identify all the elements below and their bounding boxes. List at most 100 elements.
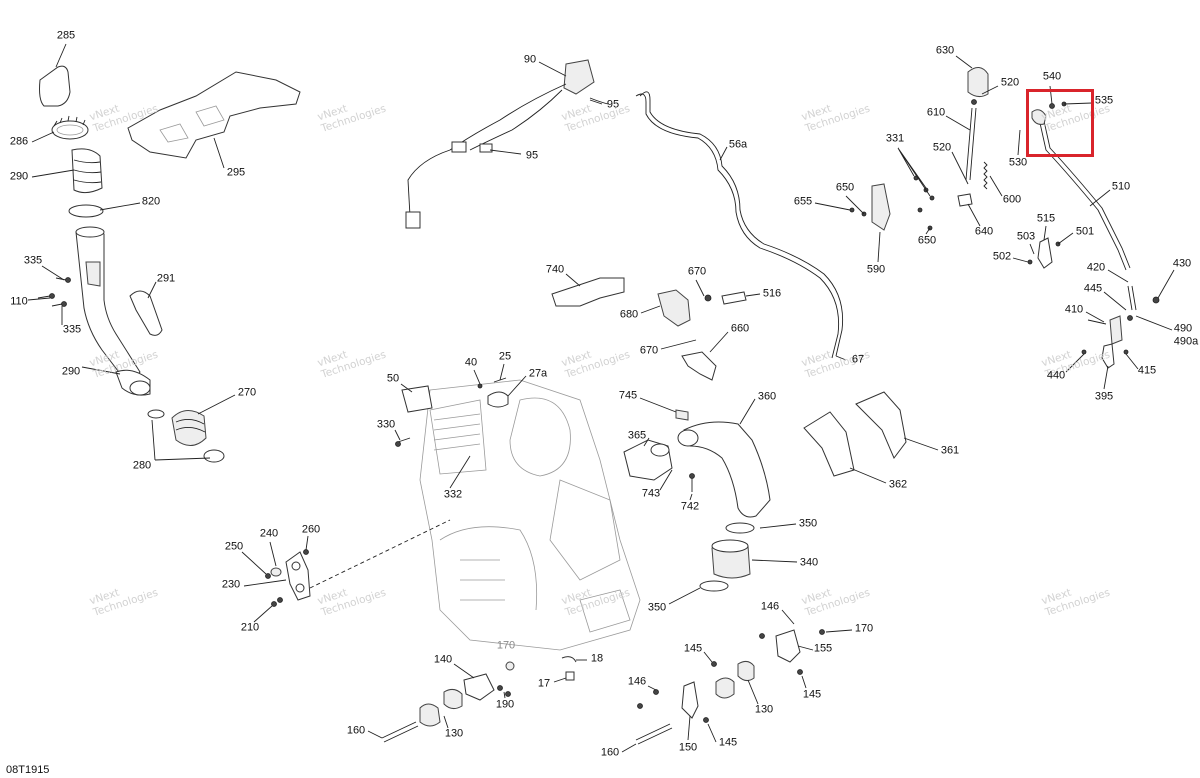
callout-285[interactable]: 285: [56, 29, 76, 42]
callout-50[interactable]: 50: [386, 372, 400, 385]
callout-90[interactable]: 90: [523, 53, 537, 66]
callout-350[interactable]: 350: [647, 601, 667, 614]
callout-270[interactable]: 270: [237, 386, 257, 399]
callout-290[interactable]: 290: [9, 170, 29, 183]
part-280-clamps: [147, 409, 225, 463]
callout-155[interactable]: 155: [813, 642, 833, 655]
callout-67[interactable]: 67: [851, 353, 865, 366]
callout-445[interactable]: 445: [1083, 282, 1103, 295]
callout-291[interactable]: 291: [156, 272, 176, 285]
callout-350[interactable]: 350: [798, 517, 818, 530]
callout-670[interactable]: 670: [687, 265, 707, 278]
callout-655[interactable]: 655: [793, 195, 813, 208]
callout-502[interactable]: 502: [992, 250, 1012, 263]
callout-516[interactable]: 516: [762, 287, 782, 300]
callout-610[interactable]: 610: [926, 106, 946, 119]
callout-150[interactable]: 150: [678, 741, 698, 754]
callout-335[interactable]: 335: [62, 323, 82, 336]
callout-95[interactable]: 95: [606, 98, 620, 111]
callout-650[interactable]: 650: [917, 234, 937, 247]
callout-340[interactable]: 340: [799, 556, 819, 569]
callout-680[interactable]: 680: [619, 308, 639, 321]
callout-540[interactable]: 540: [1042, 70, 1062, 83]
part-145-146-fasteners: [637, 629, 825, 723]
callout-160[interactable]: 160: [600, 746, 620, 759]
callout-110[interactable]: 110: [10, 295, 28, 308]
callout-501[interactable]: 501: [1075, 225, 1095, 238]
callout-420[interactable]: 420: [1086, 261, 1106, 274]
callout-590[interactable]: 590: [866, 263, 886, 276]
mount-axis-line: [309, 519, 451, 589]
callout-331[interactable]: 331: [885, 132, 905, 145]
callout-170[interactable]: 170: [496, 639, 516, 652]
part-331-screws: [913, 175, 935, 213]
callout-17[interactable]: 17: [537, 677, 551, 690]
callout-640[interactable]: 640: [974, 225, 994, 238]
part-295-heat-shield: [127, 71, 301, 159]
callout-360[interactable]: 360: [757, 390, 777, 403]
callout-503[interactable]: 503: [1016, 230, 1036, 243]
callout-145[interactable]: 145: [802, 688, 822, 701]
callout-240[interactable]: 240: [259, 527, 279, 540]
callout-330[interactable]: 330: [376, 418, 396, 431]
highlight-box: [1026, 89, 1094, 157]
callout-520[interactable]: 520: [1000, 76, 1020, 89]
callout-260[interactable]: 260: [301, 523, 321, 536]
part-90-harness: [405, 59, 609, 229]
callout-630[interactable]: 630: [935, 44, 955, 57]
callout-280[interactable]: 280: [132, 459, 152, 472]
callout-295[interactable]: 295: [226, 166, 246, 179]
callout-743[interactable]: 743: [641, 487, 661, 500]
callout-490[interactable]: 490: [1173, 322, 1193, 335]
callout-660[interactable]: 660: [730, 322, 750, 335]
callout-18[interactable]: 18: [590, 652, 604, 665]
callout-395[interactable]: 395: [1094, 390, 1114, 403]
callout-140[interactable]: 140: [433, 653, 453, 666]
callout-210[interactable]: 210: [240, 621, 260, 634]
callout-290[interactable]: 290: [61, 365, 81, 378]
callout-600[interactable]: 600: [1002, 193, 1022, 206]
callout-145[interactable]: 145: [718, 736, 738, 749]
callout-535[interactable]: 535: [1094, 94, 1114, 107]
callout-745[interactable]: 745: [618, 389, 638, 402]
part-286-clamp-ring: [51, 115, 89, 140]
callout-740[interactable]: 740: [545, 263, 565, 276]
callout-95[interactable]: 95: [525, 149, 539, 162]
callout-56a[interactable]: 56a: [728, 138, 748, 151]
callout-286[interactable]: 286: [9, 135, 29, 148]
callout-160[interactable]: 160: [346, 724, 366, 737]
callout-361[interactable]: 361: [940, 444, 960, 457]
callout-145[interactable]: 145: [683, 642, 703, 655]
callout-440[interactable]: 440: [1046, 369, 1066, 382]
callout-430[interactable]: 430: [1172, 257, 1192, 270]
callout-130[interactable]: 130: [444, 727, 464, 740]
callout-170[interactable]: 170: [854, 622, 874, 635]
callout-490a[interactable]: 490a: [1173, 335, 1199, 348]
part-240-250-260-bushings: [265, 549, 309, 607]
callout-27a[interactable]: 27a: [528, 367, 548, 380]
callout-335[interactable]: 335: [23, 254, 43, 267]
callout-670[interactable]: 670: [639, 344, 659, 357]
callout-130[interactable]: 130: [754, 703, 774, 716]
callout-515[interactable]: 515: [1036, 212, 1056, 225]
part-362-heat-shield: [803, 411, 855, 477]
callout-650[interactable]: 650: [835, 181, 855, 194]
callout-146[interactable]: 146: [627, 675, 647, 688]
callout-362[interactable]: 362: [888, 478, 908, 491]
callout-332[interactable]: 332: [443, 488, 463, 501]
callout-25[interactable]: 25: [498, 350, 512, 363]
callout-410[interactable]: 410: [1064, 303, 1084, 316]
callout-365[interactable]: 365: [627, 429, 647, 442]
callout-820[interactable]: 820: [141, 195, 161, 208]
callout-530[interactable]: 530: [1008, 156, 1028, 169]
callout-510[interactable]: 510: [1111, 180, 1131, 193]
callout-742[interactable]: 742: [680, 500, 700, 513]
part-50-gasket: [401, 385, 433, 413]
callout-40[interactable]: 40: [464, 356, 478, 369]
callout-520[interactable]: 520: [932, 141, 952, 154]
callout-146[interactable]: 146: [760, 600, 780, 613]
callout-190[interactable]: 190: [495, 698, 515, 711]
callout-230[interactable]: 230: [221, 578, 241, 591]
callout-415[interactable]: 415: [1137, 364, 1157, 377]
callout-250[interactable]: 250: [224, 540, 244, 553]
